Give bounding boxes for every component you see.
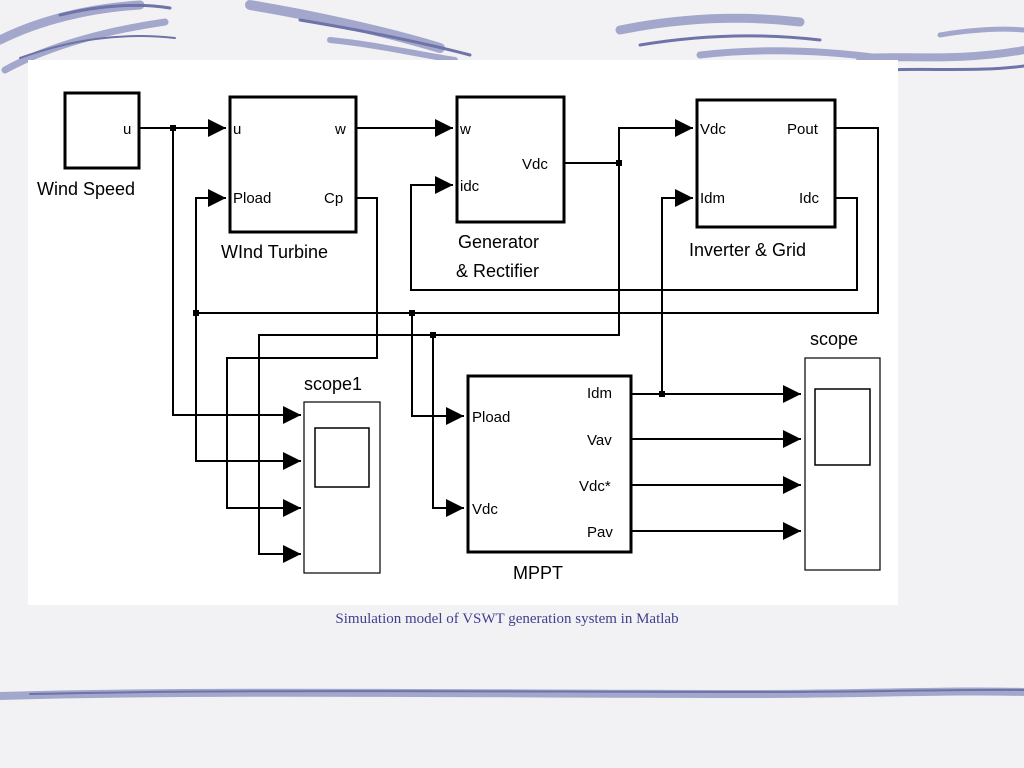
scope-title: scope <box>810 329 858 349</box>
wire-pload-to-scope1 <box>195 313 301 470</box>
scope-block[interactable]: scope <box>804 329 881 571</box>
generator-rectifier-block[interactable]: w idc Vdc Generator & Rectifier <box>455 95 566 281</box>
signal-lines <box>139 119 879 563</box>
generator-in-w: w <box>459 121 471 138</box>
inverter-out-idc: Idc <box>799 190 820 207</box>
inverter-in-idm: Idm <box>700 190 725 207</box>
junction-points <box>170 125 665 397</box>
generator-out-vdc: Vdc <box>522 156 548 173</box>
wind-turbine-block[interactable]: u Pload w Cp WInd Turbine <box>221 95 358 262</box>
wind-speed-block[interactable]: u Wind Speed <box>37 91 141 199</box>
mppt-block[interactable]: Pload Vdc Idm Vav Vdc* Pav MPPT <box>466 374 633 583</box>
wind-speed-title: Wind Speed <box>37 179 135 199</box>
wire-pout-bus <box>196 127 879 314</box>
inverter-out-pout: Pout <box>787 121 819 138</box>
mppt-out-vdc-star: Vdc* <box>579 478 611 495</box>
generator-in-idc: idc <box>460 178 480 195</box>
inverter-title: Inverter & Grid <box>689 240 806 260</box>
wire-cp-to-scope1 <box>226 197 378 517</box>
inverter-grid-block[interactable]: Vdc Idm Pout Idc Inverter & Grid <box>689 98 837 260</box>
wind-turbine-out-cp: Cp <box>324 190 343 207</box>
simulink-diagram: u Wind Speed u Pload w Cp WInd Turbine w… <box>37 91 881 583</box>
scope1-screen <box>314 427 370 488</box>
wind-turbine-title: WInd Turbine <box>221 242 328 262</box>
wire-vdc-to-mppt <box>432 335 464 517</box>
mppt-out-pav: Pav <box>587 524 613 541</box>
wire-vdc-to-inverter <box>564 119 693 164</box>
scope1-title: scope1 <box>304 374 362 394</box>
scope1-block[interactable]: scope1 <box>303 374 381 574</box>
wind-turbine-out-w: w <box>334 121 346 138</box>
mppt-out-vav: Vav <box>587 432 612 449</box>
scope-screen <box>814 388 871 466</box>
wind-turbine-in-u: u <box>233 121 241 138</box>
wire-pload-to-mppt <box>411 313 464 425</box>
mppt-in-vdc: Vdc <box>472 501 498 518</box>
diagram-panel: u Wind Speed u Pload w Cp WInd Turbine w… <box>28 60 898 605</box>
top-swash-decoration <box>0 0 1024 74</box>
wire-pload-to-turbine <box>195 189 226 313</box>
generator-title-line1: Generator <box>458 232 539 252</box>
wind-turbine-in-pload: Pload <box>233 190 271 207</box>
wire-idm-to-inverter <box>661 189 693 394</box>
mppt-out-idm: Idm <box>587 385 612 402</box>
generator-title-line2: & Rectifier <box>456 261 539 281</box>
wire-vdc-to-scope1 <box>258 163 620 563</box>
mppt-in-pload: Pload <box>472 409 510 426</box>
mppt-title: MPPT <box>513 563 563 583</box>
wire-idc-to-generator <box>410 176 858 291</box>
wind-speed-port-u: u <box>123 121 131 138</box>
inverter-in-vdc: Vdc <box>700 121 726 138</box>
figure-caption: Simulation model of VSWT generation syst… <box>335 611 679 627</box>
bottom-swash-decoration <box>0 687 1024 700</box>
